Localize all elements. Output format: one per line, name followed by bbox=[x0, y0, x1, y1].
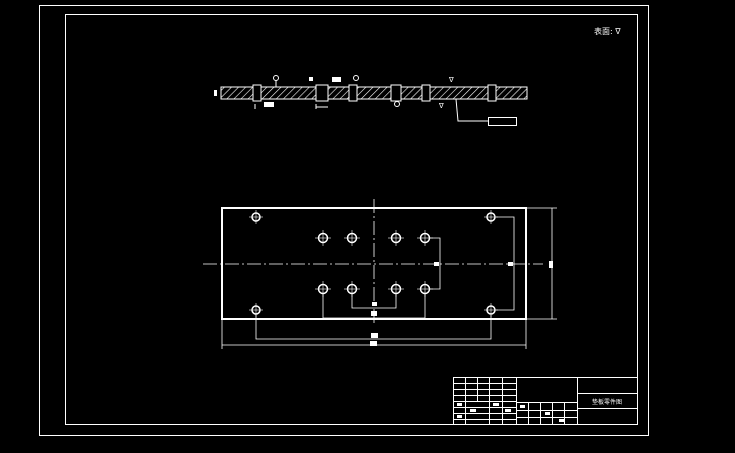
title-block bbox=[453, 377, 638, 425]
section-hole bbox=[315, 84, 329, 102]
dimension-text bbox=[370, 261, 553, 346]
title-block-part-name: 垫板零件图 bbox=[592, 398, 622, 406]
section-dim-text bbox=[332, 77, 341, 82]
section-callout-leader bbox=[455, 98, 488, 122]
title-block-fill-marks bbox=[457, 403, 564, 422]
section-hole bbox=[390, 84, 402, 102]
bolt-hole bbox=[344, 230, 360, 246]
bolt-hole bbox=[388, 230, 404, 246]
section-callout-box bbox=[488, 117, 517, 126]
section-roughness-mark bbox=[394, 101, 400, 107]
corner-hole bbox=[249, 303, 263, 317]
corner-hole bbox=[249, 210, 263, 224]
section-hole bbox=[487, 84, 497, 102]
section-roughness-mark: ∇ bbox=[438, 102, 444, 110]
section-hatched-body bbox=[220, 86, 528, 100]
section-end-mark bbox=[214, 90, 217, 96]
section-roughness-mark bbox=[273, 75, 279, 81]
corner-hole bbox=[484, 303, 498, 317]
section-roughness-mark bbox=[353, 75, 359, 81]
plan-view bbox=[203, 199, 557, 349]
section-view: ∇ ∇ bbox=[214, 75, 528, 126]
bolt-hole bbox=[315, 230, 331, 246]
roughness-note: 表面: ∇ bbox=[594, 26, 621, 36]
section-dim-text bbox=[309, 77, 313, 81]
section-hole bbox=[421, 84, 431, 102]
sheet-outer-border bbox=[39, 5, 649, 436]
section-hole bbox=[252, 84, 262, 102]
bolt-hole bbox=[344, 281, 360, 297]
corner-hole bbox=[484, 210, 498, 224]
dimension-lines bbox=[221, 207, 557, 349]
section-roughness-mark: ∇ bbox=[448, 76, 454, 84]
section-dim-text bbox=[264, 102, 274, 107]
sheet-inner-border bbox=[65, 14, 638, 425]
section-hole bbox=[348, 84, 358, 102]
